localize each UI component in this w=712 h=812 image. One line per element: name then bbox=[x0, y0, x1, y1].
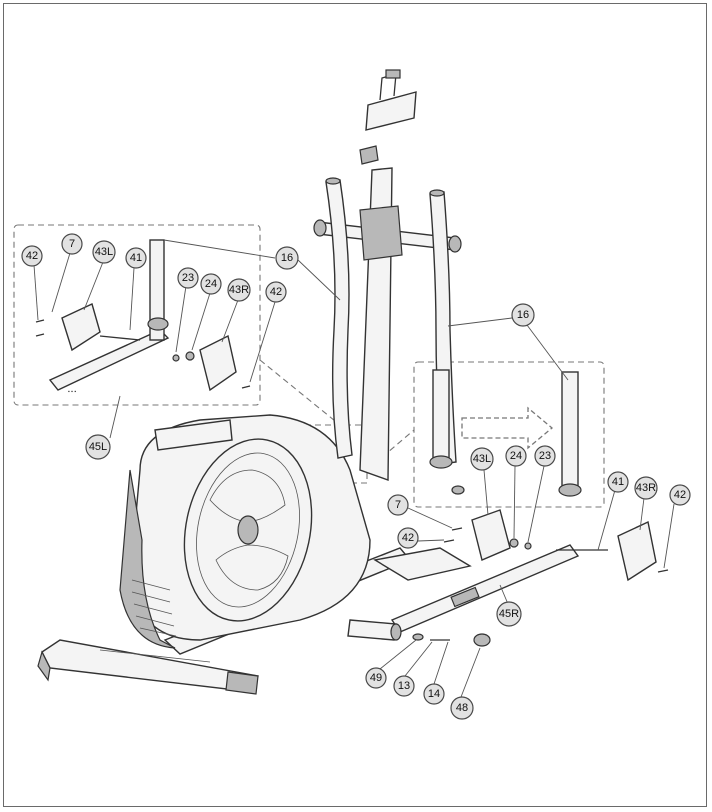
svg-text:41: 41 bbox=[130, 252, 142, 264]
callout-43R: 43R bbox=[227, 278, 251, 302]
callout-45R: 45R bbox=[496, 601, 522, 627]
svg-text:42: 42 bbox=[674, 489, 686, 501]
svg-text:14: 14 bbox=[428, 688, 440, 700]
callout-41: 41 bbox=[607, 471, 629, 493]
callout-42: 42 bbox=[21, 245, 43, 267]
svg-text:7: 7 bbox=[69, 238, 75, 250]
callout-23: 23 bbox=[177, 267, 199, 289]
callout-43L: 43L bbox=[470, 447, 494, 471]
callout-16: 16 bbox=[511, 303, 535, 327]
svg-text:43L: 43L bbox=[95, 246, 113, 258]
callout-43L: 43L bbox=[92, 240, 116, 264]
main-frame bbox=[37, 69, 580, 695]
detail-left-parts: ▪ ▪ ▪ bbox=[35, 239, 251, 395]
svg-text:45L: 45L bbox=[89, 441, 107, 453]
svg-text:24: 24 bbox=[510, 450, 522, 462]
svg-text:48: 48 bbox=[456, 702, 468, 714]
callouts: 42 7 43L 41 23 24 43R 42 16 45L 16 43L 2… bbox=[21, 233, 691, 720]
callout-24: 24 bbox=[200, 273, 222, 295]
callout-16: 16 bbox=[275, 246, 299, 270]
svg-text:7: 7 bbox=[395, 499, 401, 511]
svg-text:23: 23 bbox=[539, 450, 551, 462]
callout-42: 42 bbox=[669, 484, 691, 506]
callout-13: 13 bbox=[393, 675, 415, 697]
callout-48: 48 bbox=[450, 696, 474, 720]
svg-text:16: 16 bbox=[281, 252, 293, 264]
svg-text:42: 42 bbox=[402, 532, 414, 544]
svg-text:43L: 43L bbox=[473, 453, 491, 465]
callout-42: 42 bbox=[397, 527, 419, 549]
callout-45L: 45L bbox=[85, 434, 111, 460]
callout-7: 7 bbox=[387, 494, 409, 516]
callout-41: 41 bbox=[125, 247, 147, 269]
svg-text:16: 16 bbox=[517, 309, 529, 321]
detail-box-right bbox=[413, 361, 605, 508]
svg-text:13: 13 bbox=[398, 680, 410, 692]
svg-text:45R: 45R bbox=[499, 608, 519, 620]
svg-text:24: 24 bbox=[205, 278, 217, 290]
lower-right-parts bbox=[412, 509, 669, 647]
callout-42: 42 bbox=[265, 281, 287, 303]
connector-left bbox=[259, 359, 341, 426]
callout-43R: 43R bbox=[634, 476, 658, 500]
detail-box-left bbox=[13, 224, 261, 406]
svg-text:23: 23 bbox=[182, 272, 194, 284]
svg-text:43R: 43R bbox=[636, 482, 656, 494]
svg-text:42: 42 bbox=[26, 250, 38, 262]
leader-lines bbox=[33, 239, 675, 698]
detail-right-parts bbox=[429, 369, 582, 497]
callout-7: 7 bbox=[61, 233, 83, 255]
callout-24: 24 bbox=[505, 445, 527, 467]
callout-14: 14 bbox=[423, 683, 445, 705]
svg-text:▪ ▪ ▪: ▪ ▪ ▪ bbox=[68, 389, 76, 395]
svg-text:49: 49 bbox=[370, 672, 382, 684]
svg-text:42: 42 bbox=[270, 286, 282, 298]
svg-text:43R: 43R bbox=[229, 284, 249, 296]
callout-49: 49 bbox=[365, 667, 387, 689]
callout-23: 23 bbox=[534, 445, 556, 467]
direction-arrow bbox=[461, 406, 554, 450]
svg-text:41: 41 bbox=[612, 476, 624, 488]
